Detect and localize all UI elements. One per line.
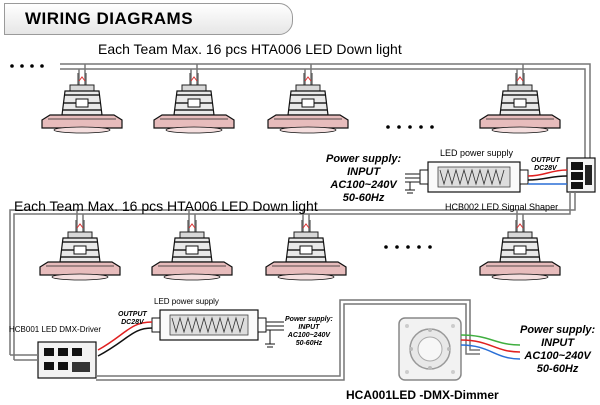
downlight-mid-2 (151, 219, 233, 281)
title-box: WIRING DIAGRAMS (4, 3, 293, 35)
ps-right-line2: INPUT (541, 337, 575, 349)
led-power-supply-top-label: LED power supply (440, 148, 514, 158)
dmx-driver-label: HCB001 LED DMX-Driver (9, 325, 102, 334)
team-label-top: Each Team Max. 16 pcs HTA006 LED Down li… (98, 41, 402, 57)
output-bottom: OUTPUT DC28V (118, 311, 147, 327)
signal-shaper (566, 157, 596, 193)
downlight-top-4 (479, 72, 561, 134)
dmx-dimmer (398, 317, 462, 381)
ps-bottom-line4: 50-60Hz (295, 340, 323, 347)
downlight-top-3 (267, 72, 349, 134)
downlight-top-2 (153, 72, 235, 134)
output-top: OUTPUT DC28V (531, 157, 560, 173)
dmx-driver (37, 341, 97, 379)
dimmer-label: HCA001LED -DMX-Dimmer (346, 388, 499, 402)
led-power-supply-bottom-label: LED power supply (154, 297, 219, 306)
ps-bottom-line3: AC100~240V (287, 332, 331, 339)
power-supply-right-text: Power supply: INPUT AC100~240V 50-60Hz (520, 324, 595, 376)
ps-right-line1: Power supply: (520, 324, 596, 336)
ellipsis-dots (10, 64, 434, 249)
team-label-middle: Each Team Max. 16 pcs HTA006 LED Down li… (14, 198, 318, 214)
output-top-label: OUTPUT (531, 157, 560, 164)
power-supply-top-text: Power supply: INPUT AC100~240V 50-60Hz (326, 153, 401, 205)
ps-top-line3: AC100~240V (330, 179, 397, 191)
output-bottom-value: DC28V (121, 319, 144, 326)
led-power-supply-top (419, 161, 529, 193)
downlight-top-1 (41, 72, 123, 134)
output-bottom-label: OUTPUT (118, 311, 147, 318)
ps-right-line3: AC100~240V (524, 350, 591, 362)
led-power-supply-bottom (151, 309, 267, 341)
ps-top-line2: INPUT (347, 166, 381, 178)
signal-shaper-label: HCB002 LED Signal Shaper (445, 202, 559, 212)
ps-bottom-line2: INPUT (298, 324, 320, 331)
ps-top-line1: Power supply: (326, 153, 402, 165)
ps-top-line4: 50-60Hz (342, 192, 385, 204)
power-supply-bottom-text: Power supply: INPUT AC100~240V 50-60Hz (285, 316, 333, 348)
downlight-mid-3 (265, 219, 347, 281)
ps-bottom-line1: Power supply: (285, 316, 333, 323)
downlight-mid-4 (479, 219, 561, 281)
page-title: WIRING DIAGRAMS (25, 9, 194, 28)
output-top-value: DC28V (534, 165, 557, 172)
downlight-mid-1 (39, 219, 121, 281)
ps-right-line4: 50-60Hz (536, 363, 579, 375)
